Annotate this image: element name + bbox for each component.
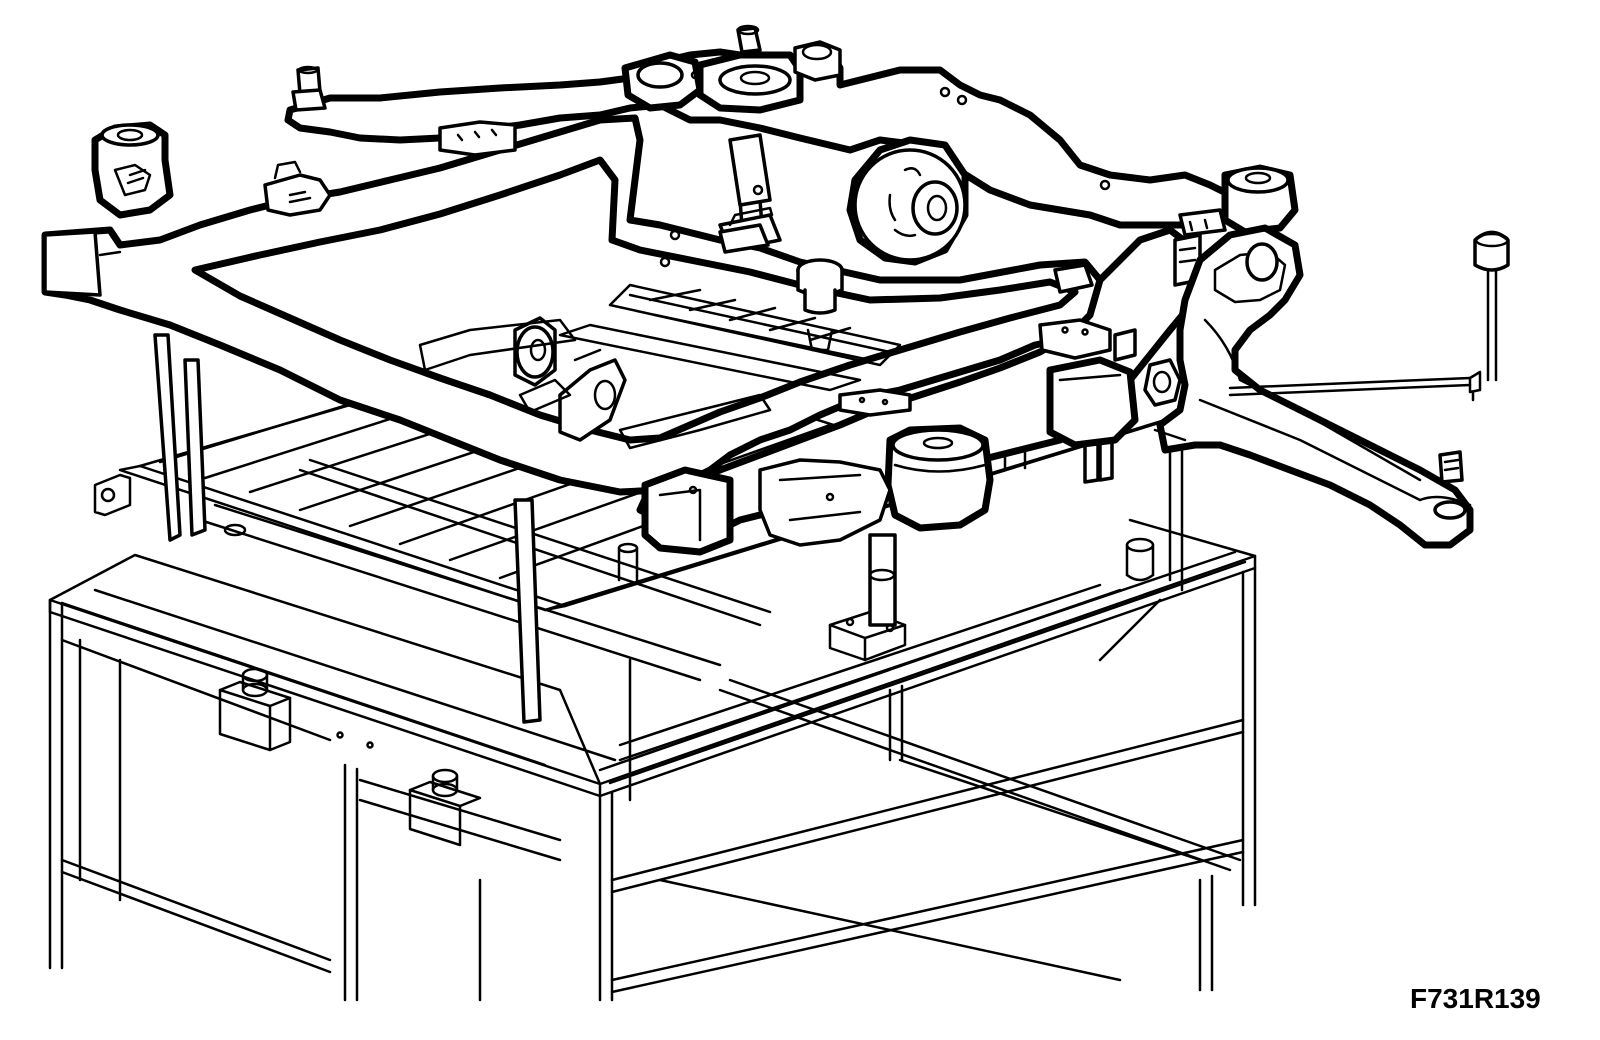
stand-lower-frame: [60, 598, 1245, 1002]
rear-right-mount: [1173, 164, 1299, 287]
rear-left-mount: [621, 24, 842, 114]
left-bracket: [263, 160, 332, 217]
front-right-mount: [884, 424, 994, 532]
rail-plates: [438, 120, 1112, 417]
right-front-block: [1046, 328, 1139, 449]
lower-control-arm: [1143, 224, 1510, 549]
center-left-bushing: [513, 316, 627, 442]
front-center-bracket: [641, 458, 892, 556]
subframe: [41, 24, 1299, 556]
stand-legs: [48, 418, 1257, 1002]
rail-bolts: [291, 65, 1111, 268]
rear-center-bushing: [846, 136, 969, 266]
stand-top-beams: [48, 358, 1257, 798]
figure-code: F731R139: [1410, 983, 1541, 1014]
subframe-center-plate: [558, 283, 902, 392]
left-front-mount: [43, 121, 174, 297]
center-stud: [796, 258, 844, 352]
stand-brackets: [218, 667, 482, 847]
front-lower-plate: [418, 318, 772, 450]
